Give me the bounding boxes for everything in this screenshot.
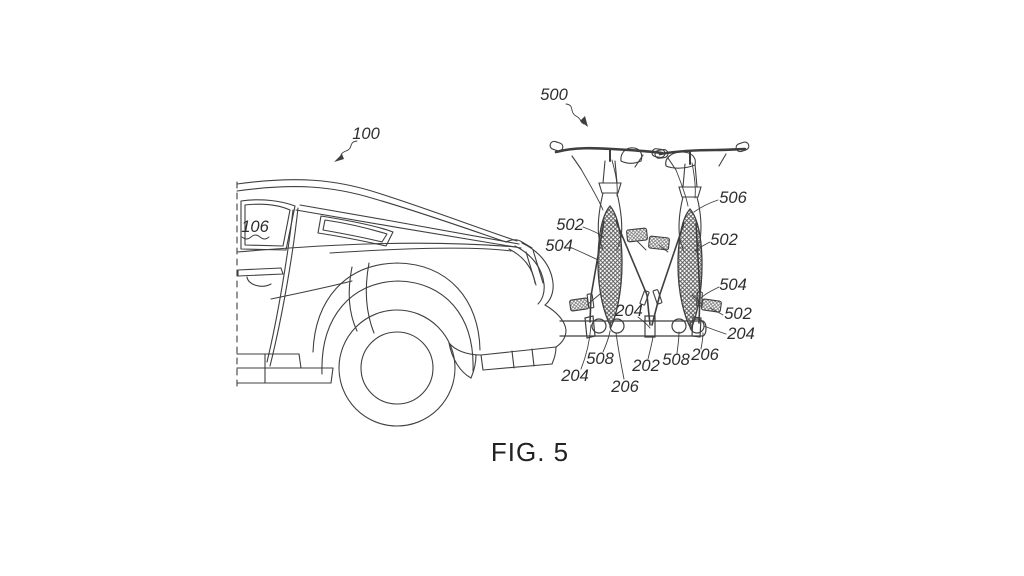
strap-turnbuckle [639,290,650,306]
fork-crown [678,186,702,198]
bicycle-right [648,141,750,331]
leader-504-right [700,286,720,299]
saddle [620,147,643,164]
ref-label-202: 202 [631,357,660,375]
handlebar-grip [654,149,669,159]
bicycle-left [549,140,666,329]
handlebar [658,147,747,156]
leader-508-right [676,331,680,354]
tie-down-strap [589,220,605,323]
head-tube [602,160,618,184]
car-wheel-rim [360,331,434,405]
leader-502-right-lower [709,307,724,316]
leader-502-left [582,226,605,238]
handlebar [554,146,664,155]
car-wheel-tire [338,309,456,427]
leader-206-bottom [615,332,625,380]
strap-turnbuckle [696,291,703,307]
wheel-cradle-roller [591,318,607,334]
ref-label-502-right-upper: 502 [710,231,738,249]
ref-label-206-bottom: 206 [610,378,639,396]
leader-204-bottom-left [580,324,592,370]
leader-500 [565,103,585,125]
ref-label-502-left: 502 [556,216,584,234]
leader-502-right-upper [694,241,711,252]
strap-clamp-center [644,315,656,338]
strap-turnbuckle [652,289,663,305]
ref-label-106: 106 [241,218,269,236]
ref-label-508-left: 508 [586,350,614,368]
leader-204-right [703,325,727,335]
tie-down-strap [695,222,701,324]
ref-label-204-right: 204 [726,325,755,343]
ref-label-504-right: 504 [719,276,747,294]
leader-506 [693,199,719,213]
ref-label-508-right: 508 [662,351,690,369]
leader-lines [241,103,727,380]
pedal [626,227,648,243]
pedal [648,235,670,251]
saddle [665,151,696,169]
car-drawing [236,179,567,427]
figure-caption: FIG. 5 [491,437,569,467]
arrowhead-500 [580,116,588,127]
underline-106 [241,234,270,240]
leader-504-left [571,247,599,261]
tie-down-strap [651,222,685,326]
ref-label-204-bottom-left: 204 [560,367,589,385]
reference-labels: 100 106 500 506 502 504 502 504 502 204 … [241,86,755,396]
ref-label-502-right-lower: 502 [724,305,752,323]
fork-crown [598,182,622,194]
handlebar-grip [549,140,564,152]
leader-202 [647,336,654,360]
pedal [700,298,722,313]
brake-cable [580,159,618,211]
brake-lever [571,154,644,170]
pedal [569,297,590,312]
tie-down-strap [615,220,651,326]
ref-label-206-right: 206 [690,346,719,364]
ref-label-504-left: 504 [545,237,573,255]
brake-cable [675,162,696,207]
arrowhead-100 [334,154,344,162]
ref-label-204-center: 204 [614,302,643,320]
ref-label-500: 500 [540,86,568,104]
crank-arm [587,240,647,305]
rack-crossbar [559,320,704,337]
front-tire [597,205,623,329]
leader-204-center [637,316,651,329]
handlebar-grip [735,141,750,153]
ref-label-506: 506 [719,189,747,207]
leader-508-left [602,330,611,353]
strap-clamp-right [691,316,702,338]
ref-label-100: 100 [352,125,380,143]
leader-206-right [700,332,704,350]
